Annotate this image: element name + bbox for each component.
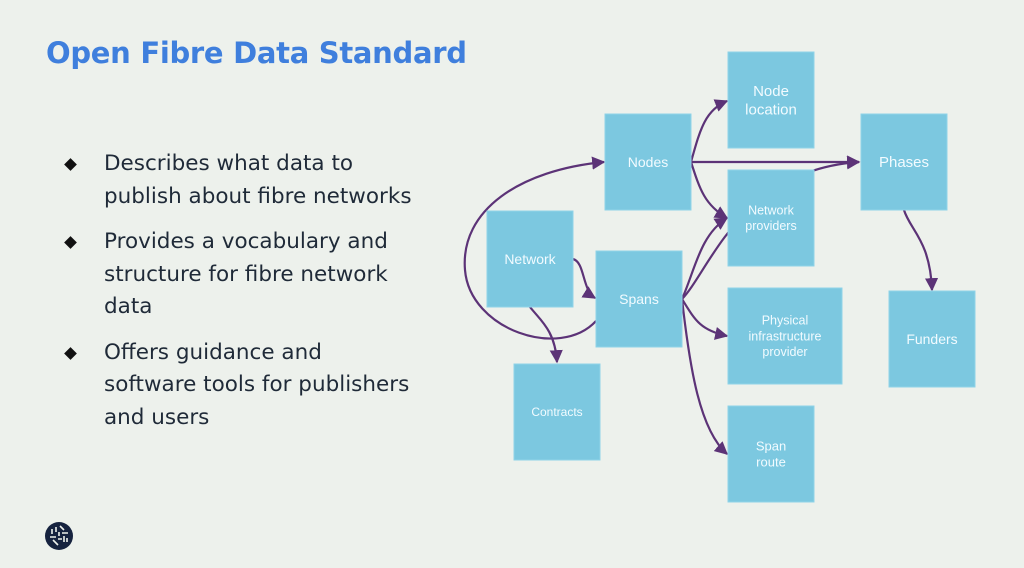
- bullet-item: Provides a vocabulary and structure for …: [62, 226, 442, 324]
- entity-rect: [727, 51, 815, 149]
- entity-rect: [595, 250, 683, 348]
- arrow-nodes-node-location: [689, 99, 729, 163]
- entity-box-funders: Funders: [888, 290, 976, 388]
- arrow-network-spans: [572, 257, 597, 299]
- entity-label: Contracts: [531, 405, 582, 419]
- entity-box-node-location: Node location: [727, 51, 815, 149]
- entity-label: Network: [748, 204, 795, 218]
- entity-label: provider: [762, 345, 807, 359]
- bullet-line: Offers guidance and: [104, 339, 322, 365]
- entity-label: Span: [756, 438, 786, 453]
- entity-rect: [727, 287, 843, 385]
- entity-label: providers: [745, 219, 796, 233]
- entity-box-contracts: Contracts: [513, 363, 601, 461]
- bullet-item: Offers guidance and software tools for p…: [62, 337, 442, 435]
- arrow-nodes-network-providers: [689, 161, 729, 219]
- arrow-network-contracts: [529, 306, 563, 364]
- entity-label: infrastructure: [749, 329, 822, 343]
- entity-label: Funders: [906, 331, 957, 347]
- entity-rect: [486, 210, 574, 308]
- bullet-line: data: [104, 294, 153, 319]
- arrow-spans-network-providers: [680, 217, 729, 300]
- bullet-line: Provides a vocabulary and: [104, 229, 388, 254]
- arrow-network-nodes: [463, 156, 606, 340]
- entity-rect: [513, 363, 601, 461]
- entity-label: location: [745, 102, 797, 119]
- entity-rect: [727, 169, 815, 267]
- globe-logo-icon: [45, 522, 73, 550]
- bullet-list: Describes what data to publish about fib…: [62, 148, 442, 447]
- arrow-spans-span-route: [680, 298, 728, 455]
- entity-box-spans: Spans: [595, 250, 683, 348]
- bullet-line: software tools for publishers: [104, 372, 410, 397]
- entity-box-nodes: Nodes: [604, 113, 692, 211]
- arrow-spans-physical-infrastructure-provider: [681, 298, 729, 340]
- entity-label: Spans: [619, 291, 659, 307]
- entity-rect: [604, 113, 692, 211]
- entity-box-phases: Phases: [860, 113, 948, 211]
- entity-label: Phases: [879, 154, 929, 171]
- bullet-line: structure for fibre network: [104, 261, 388, 287]
- entity-label: Physical: [762, 314, 809, 328]
- entity-box-span-route: Span route: [727, 405, 815, 503]
- bullet-item: Describes what data to publish about fib…: [62, 148, 442, 213]
- bullet-line: Describes what data to: [104, 151, 354, 176]
- entity-box-network: Network: [486, 210, 574, 308]
- bullet-line: and users: [104, 404, 210, 430]
- bullet-line: publish about fibre networks: [104, 183, 412, 209]
- entity-rect: [727, 405, 815, 503]
- entity-rect: [860, 113, 948, 211]
- slide-title: Open Fibre Data Standard: [46, 36, 467, 70]
- arrow-phases-funders: [902, 209, 939, 292]
- entity-rect: [888, 290, 976, 388]
- entity-label: Network: [504, 251, 556, 267]
- entity-label: Node: [753, 83, 789, 100]
- entity-label: Nodes: [628, 154, 668, 170]
- entity-label: route: [756, 455, 786, 470]
